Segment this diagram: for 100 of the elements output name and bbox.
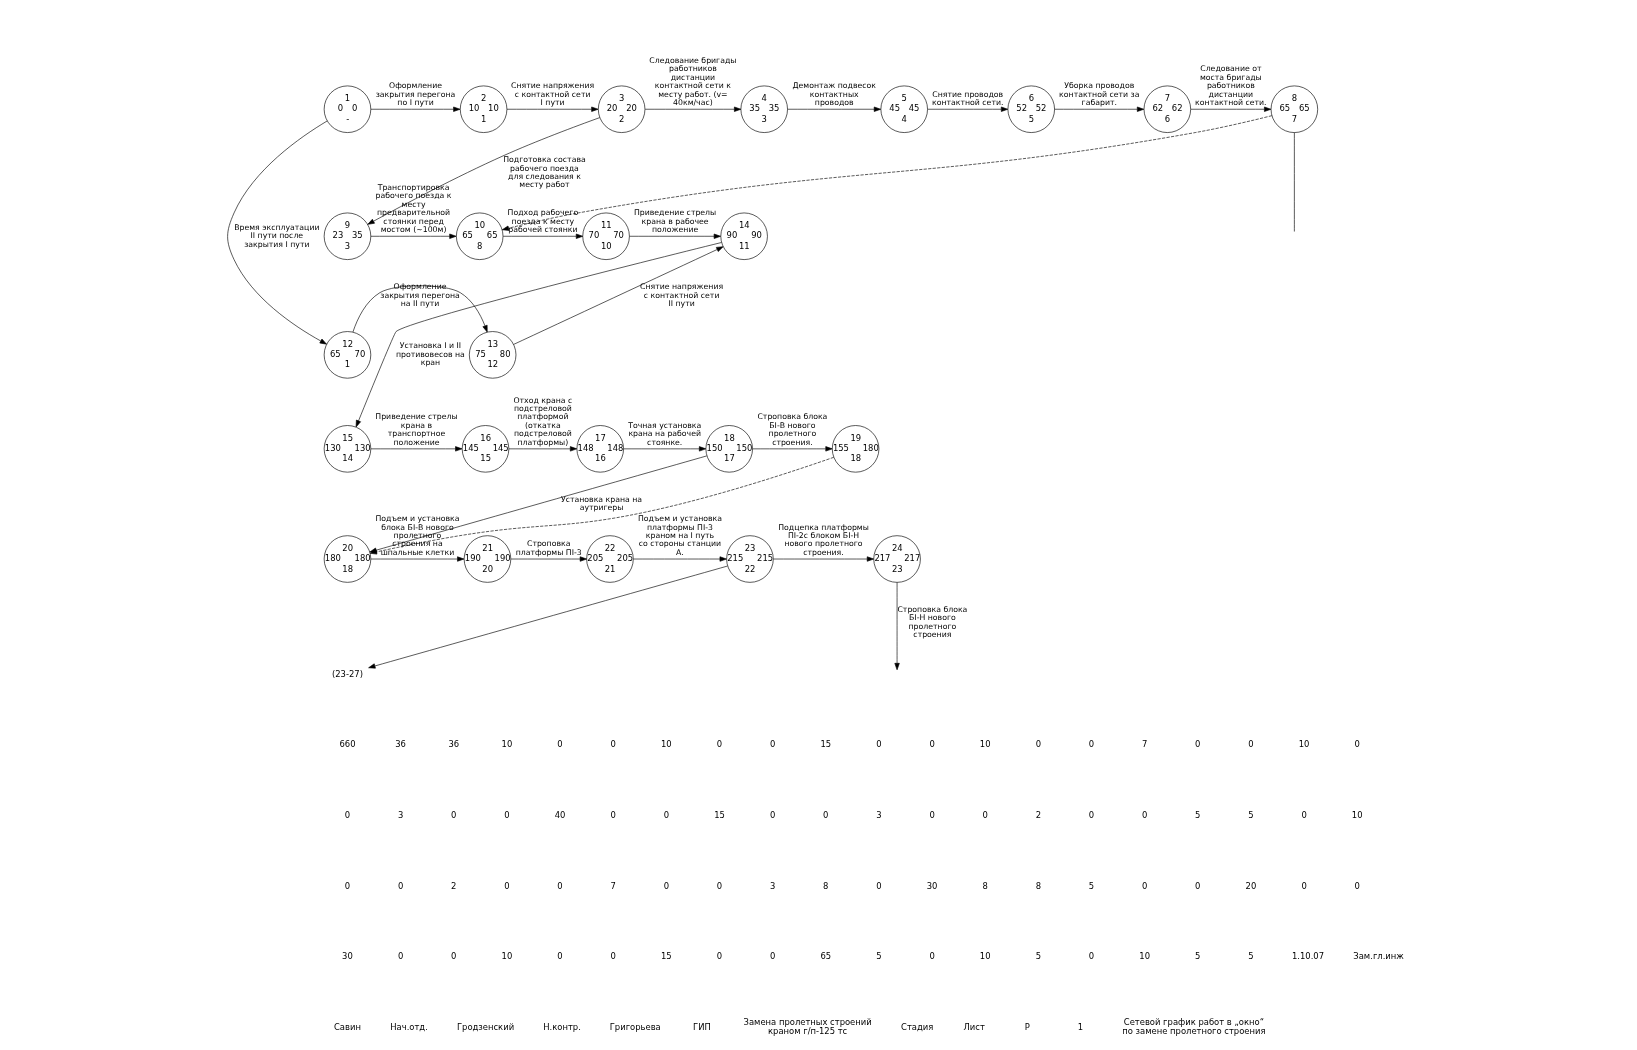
label: 0 (1141, 880, 1148, 891)
node-circle: 17 148 148 16 (576, 425, 624, 473)
node-circle: 7 62 62 6 (1143, 85, 1191, 133)
label: 10 (501, 739, 513, 750)
label: 2 (451, 880, 457, 891)
label: 0 (451, 951, 457, 962)
label: 0 (663, 809, 670, 820)
label: 8 (823, 880, 829, 891)
label: 0 (1088, 809, 1095, 820)
arrow (370, 556, 465, 562)
label: 0 (929, 739, 935, 750)
label: 2 (1035, 809, 1042, 820)
node-circle: 10 65 65 8 (456, 212, 504, 260)
label: 1 (1077, 1021, 1084, 1032)
label: Сетевой график работ в „окно“ по замене пролетного строения (1122, 1017, 1266, 1037)
label: 0 (876, 739, 882, 750)
label: 10 (1298, 739, 1310, 750)
label: 0 (1088, 739, 1095, 750)
node-circle: 1 0 0 - (323, 85, 372, 133)
label: 0 (1354, 880, 1360, 891)
label: 40 (554, 809, 566, 820)
label: 5 (1088, 880, 1095, 891)
node-circle: 22 205 205 21 (586, 535, 634, 583)
label: 10 (979, 739, 991, 750)
label: 36 (395, 739, 406, 750)
label: 0 (769, 951, 776, 962)
label: 0 (1301, 809, 1307, 820)
label: 0 (344, 880, 351, 891)
label: 10 (1351, 809, 1363, 820)
arrow (502, 233, 584, 239)
label: 0 (663, 880, 670, 891)
node-circle: 21 190 190 20 (463, 535, 512, 583)
arrow (370, 106, 461, 112)
label: 3 (876, 809, 882, 820)
arrow (506, 106, 599, 112)
label: 0 (504, 809, 510, 820)
arrow (501, 115, 1273, 231)
arrow (352, 285, 488, 333)
node-circle: 11 70 70 10 (582, 212, 630, 260)
label: 3 (769, 880, 776, 891)
label: 8 (982, 880, 988, 891)
label: 0 (557, 951, 563, 962)
label: 10 (1139, 951, 1151, 962)
arrow (623, 446, 707, 452)
label: 0 (1141, 809, 1148, 820)
arrow (629, 233, 721, 239)
label: 0 (769, 739, 776, 750)
arrow (752, 446, 833, 452)
label: 0 (397, 880, 404, 891)
label: 0 (929, 809, 935, 820)
arrow (508, 446, 578, 452)
arrow (227, 120, 328, 345)
label: 30 (342, 951, 353, 962)
node-circle: 18 150 150 17 (705, 425, 753, 473)
arrow (1190, 106, 1272, 112)
label: 3 (397, 809, 404, 820)
node-circle: 23 215 215 22 (726, 535, 774, 583)
label: 5 (1248, 809, 1254, 820)
node-circle: 16 145 145 15 (461, 425, 510, 473)
node-circle: 15 130 130 14 (323, 425, 372, 473)
label: 0 (397, 951, 404, 962)
label: 5 (1195, 809, 1201, 820)
label: 0 (1248, 739, 1254, 750)
arrow (370, 446, 463, 452)
arrow (927, 106, 1009, 112)
arrow (644, 106, 742, 112)
node-circle: 2 10 10 1 (459, 85, 508, 133)
label: 5 (1195, 951, 1201, 962)
label: 0 (1195, 880, 1201, 891)
label: 7 (1141, 739, 1148, 750)
label: 5 (1248, 951, 1254, 962)
label: 0 (610, 809, 616, 820)
label: 0 (1354, 739, 1360, 750)
label: 0 (1195, 739, 1201, 750)
label: 0 (769, 809, 776, 820)
label: Н.контр. (543, 1021, 581, 1032)
label: 20 (1245, 880, 1257, 891)
label: 8 (1035, 880, 1042, 891)
arrow (510, 556, 587, 562)
label: 0 (1088, 951, 1095, 962)
arrow (355, 242, 722, 428)
label: Р (1024, 1021, 1030, 1032)
node-circle: 3 20 20 2 (597, 85, 646, 133)
label: Григорьева (609, 1021, 661, 1032)
label: Замена пролетных строений краном г/п-125 тс (743, 1017, 872, 1037)
node-circle: 9 23 35 3 (323, 212, 372, 260)
label: 0 (557, 739, 563, 750)
label: 1.10.07 (1291, 951, 1325, 962)
label: Зам.гл.инж (1353, 951, 1404, 962)
label: Нач.отд. (390, 1021, 428, 1032)
label: 0 (557, 880, 563, 891)
label: 36 (448, 739, 460, 750)
label: 0 (504, 880, 510, 891)
label: 0 (876, 880, 882, 891)
label: Гродзенский (456, 1021, 515, 1032)
label: 0 (929, 951, 935, 962)
arrow (773, 556, 874, 562)
label: 10 (661, 739, 672, 750)
arrow (894, 582, 900, 671)
arrow (367, 117, 601, 225)
